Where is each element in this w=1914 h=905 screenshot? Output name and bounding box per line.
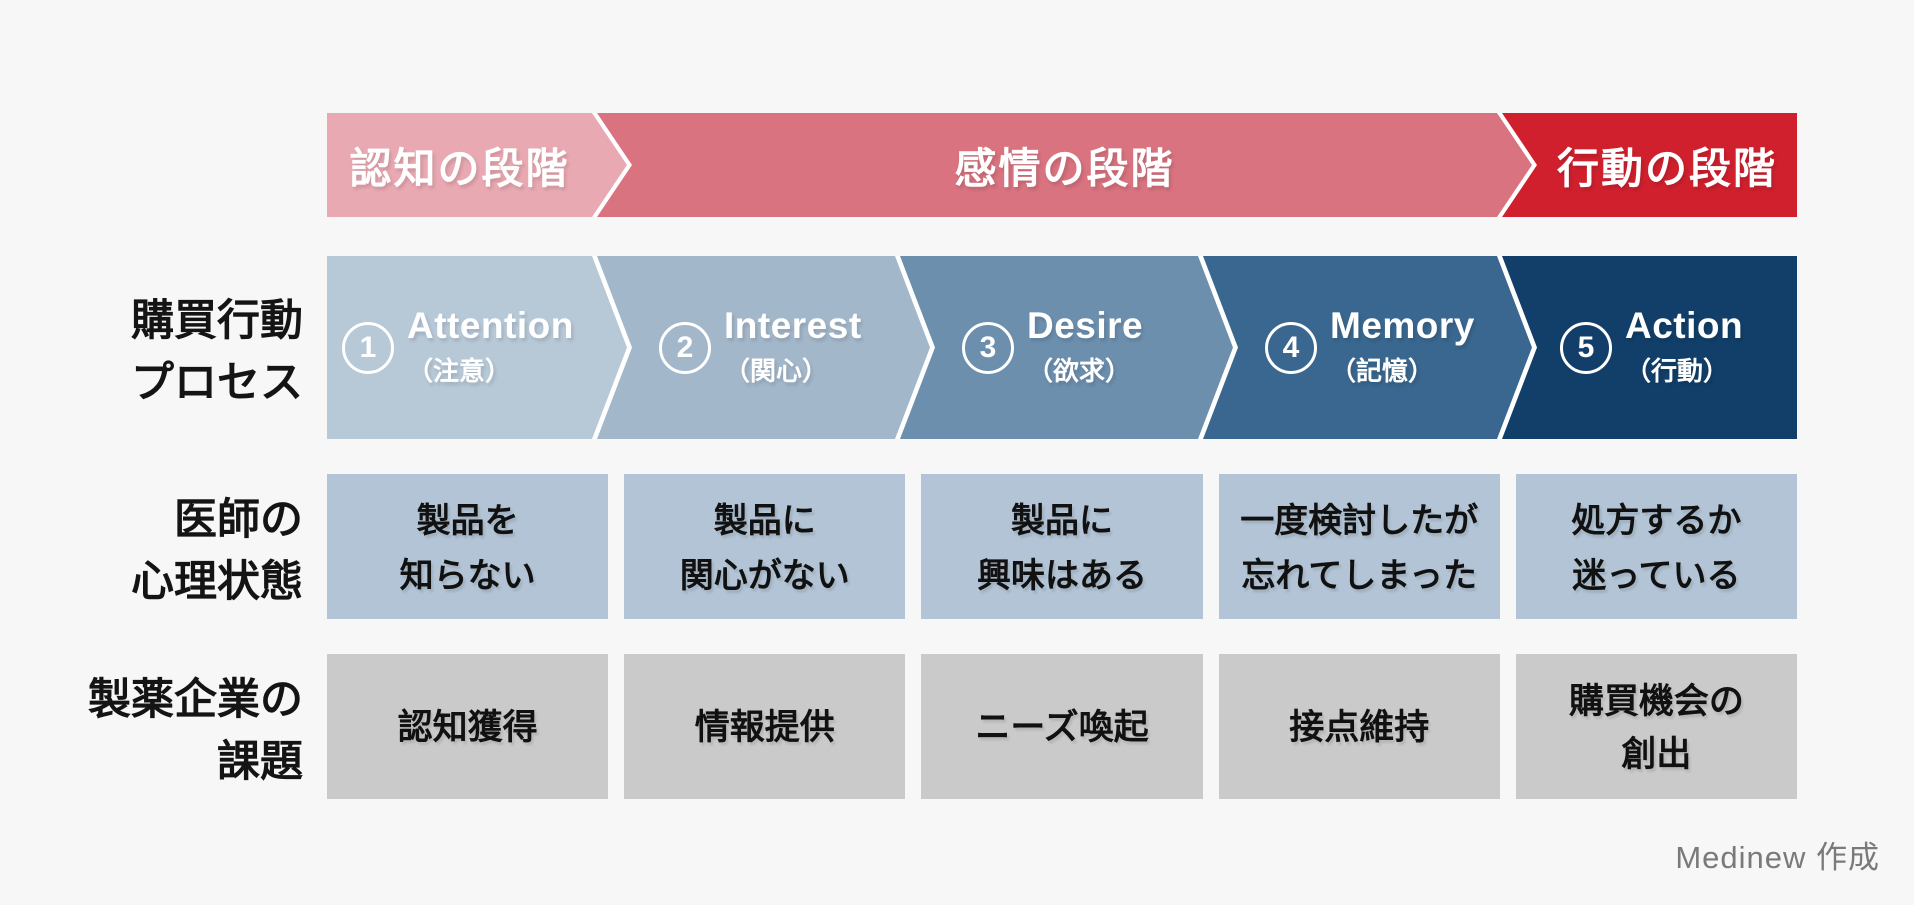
doctor-state-cell: 製品を 知らない	[327, 474, 609, 619]
process-step-memory: 4 Memory （記憶）	[1203, 256, 1532, 439]
step-number-badge: 1	[342, 322, 394, 374]
process-step-interest: 2 Interest （関心）	[597, 256, 930, 439]
company-challenge-cell: ニーズ喚起	[921, 654, 1203, 799]
process-step-attention: 1 Attention （注意）	[327, 256, 627, 439]
doctor-state-cell: 製品に 関心がない	[624, 474, 906, 619]
stage-band-cognition-label: 認知の段階	[349, 144, 570, 192]
row-label-process: 購買行動 プロセス	[131, 297, 303, 407]
row-label-company-challenges: 製薬企業の 課題	[88, 676, 303, 786]
stage-band-cognition: 認知の段階	[327, 113, 627, 217]
stage-band-emotion-label: 感情の段階	[954, 144, 1175, 192]
step-number-badge: 5	[1560, 321, 1612, 374]
step-number-badge: 3	[962, 322, 1014, 374]
doctor-state-cell: 一度検討したが 忘れてしまった	[1218, 474, 1500, 619]
company-challenge-cell: 接点維持	[1218, 654, 1500, 799]
step-kana: （記憶）	[1330, 355, 1435, 386]
credit-text: Medinew 作成	[1675, 840, 1880, 875]
step-kana: （行動）	[1625, 355, 1730, 386]
doctor-state-cell: 処方するか 迷っている	[1515, 474, 1797, 619]
company-challenge-cell: 購買機会の 創出	[1515, 654, 1797, 799]
step-name: Action	[1625, 305, 1744, 347]
company-challenge-cell: 認知獲得	[327, 654, 609, 799]
doctor-state-cell: 製品に 興味はある	[921, 474, 1203, 619]
step-kana: （注意）	[407, 355, 512, 386]
step-number-badge: 4	[1265, 322, 1317, 374]
doctor-psychology-row: 製品を 知らない 製品に 関心がない 製品に 興味はある 一度検討したが 忘れて…	[327, 474, 1797, 619]
process-step-action: 5 Action （行動）	[1502, 256, 1797, 439]
stage-band-row: 認知の段階 感情の段階 行動の段階	[327, 113, 1797, 217]
stage-band-action-label: 行動の段階	[1556, 144, 1777, 192]
step-kana: （欲求）	[1027, 355, 1132, 386]
company-challenge-cell: 情報提供	[624, 654, 906, 799]
process-step-desire: 3 Desire （欲求）	[900, 256, 1233, 439]
stage-band-emotion: 感情の段階	[597, 113, 1532, 217]
process-step-row: 1 Attention （注意） 2 Interest （関心） 3 Desir…	[327, 256, 1797, 439]
step-name: Interest	[724, 305, 862, 347]
stage-band-action: 行動の段階	[1502, 113, 1797, 217]
step-name: Desire	[1027, 305, 1144, 347]
step-name: Memory	[1330, 305, 1475, 347]
step-kana: （関心）	[724, 355, 829, 386]
row-label-doctor-psychology: 医師の 心理状態	[131, 496, 303, 606]
step-number-badge: 2	[659, 322, 711, 374]
step-name: Attention	[407, 305, 574, 347]
company-challenge-row: 認知獲得 情報提供 ニーズ喚起 接点維持 購買機会の 創出	[327, 654, 1797, 799]
